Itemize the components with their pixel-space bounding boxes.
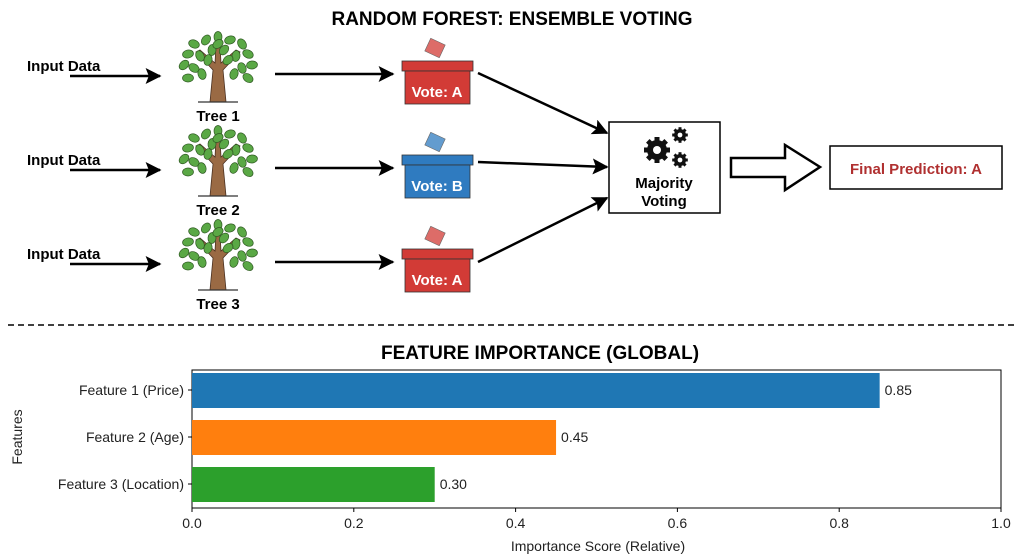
tree-label: Tree 2 [196, 202, 239, 219]
vote-to-majority-arrow [477, 71, 609, 135]
bar-value-label: 0.30 [440, 476, 467, 492]
tree-label: Tree 3 [196, 296, 239, 313]
bar-value-label: 0.45 [561, 429, 588, 445]
tree-icon [178, 125, 258, 197]
majority-voting-box: Majority Voting [608, 121, 721, 214]
tree-icon [178, 219, 258, 291]
y-tick-label: Feature 3 (Location) [58, 476, 184, 492]
vote-to-majority-arrow [477, 196, 609, 264]
final-prediction-box: Final Prediction: A [829, 145, 1003, 190]
vote-label: Vote: A [412, 84, 463, 101]
vote-to-majority-arrow [477, 158, 609, 175]
y-axis-label: Features [9, 409, 25, 464]
ballot-box-icon: Vote: B [401, 131, 474, 199]
final-prediction-label: Final Prediction: A [850, 161, 982, 178]
tree-label: Tree 1 [196, 108, 239, 125]
x-tick-label: 0.4 [506, 515, 526, 531]
bar [192, 373, 880, 408]
x-axis-label: Importance Score (Relative) [511, 538, 685, 554]
input-data-label: Input Data [27, 152, 101, 169]
bar [192, 420, 557, 455]
diagram-title: RANDOM FOREST: ENSEMBLE VOTING [331, 9, 692, 30]
x-tick-label: 1.0 [991, 515, 1011, 531]
y-tick-label: Feature 1 (Price) [79, 382, 184, 398]
x-tick-label: 0.0 [182, 515, 202, 531]
ballot-box-icon: Vote: A [401, 225, 474, 293]
input-data-label: Input Data [27, 246, 101, 263]
majority-label: Majority [635, 175, 693, 192]
y-tick-label: Feature 2 (Age) [86, 429, 184, 445]
x-tick-label: 0.2 [344, 515, 364, 531]
bar [192, 467, 435, 502]
input-data-label: Input Data [27, 58, 101, 75]
bar-value-label: 0.85 [885, 382, 912, 398]
vote-label: Vote: B [411, 178, 463, 195]
chart-title: FEATURE IMPORTANCE (GLOBAL) [381, 343, 699, 364]
x-tick-label: 0.6 [668, 515, 688, 531]
x-tick-label: 0.8 [829, 515, 849, 531]
tree-icon [178, 31, 258, 103]
vote-label: Vote: A [412, 272, 463, 289]
voting-label: Voting [641, 193, 687, 210]
gears-icon [644, 127, 688, 168]
feature-importance-chart: 0.85 Feature 1 (Price) 0.45 Feature 2 (Age)… [58, 369, 1011, 531]
hollow-arrow-icon [729, 142, 823, 193]
ballot-box-icon: Vote: A [401, 37, 474, 105]
